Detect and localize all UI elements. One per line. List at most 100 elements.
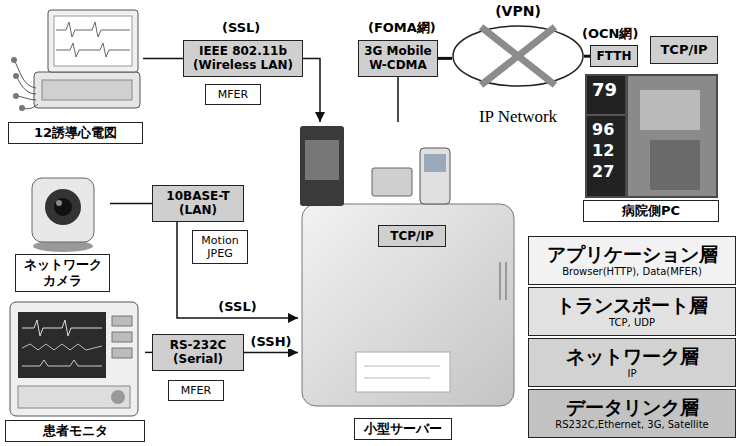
edge-label: (SSH) <box>249 334 294 350</box>
phone-screen <box>424 154 446 172</box>
connector <box>143 58 183 60</box>
protocol-box: TCP/IP <box>378 225 446 247</box>
device-base <box>34 72 140 108</box>
note-line <box>364 366 440 367</box>
room-object <box>650 140 700 190</box>
device-label: 病院側PC <box>583 200 719 222</box>
device-photo: 12誘導心電図 <box>8 4 143 144</box>
monitor-screen <box>18 312 106 378</box>
electrode <box>11 57 17 63</box>
mobile-phone <box>420 148 450 204</box>
data-card <box>372 168 412 196</box>
waveform <box>22 344 102 350</box>
layer-band: トランスポート層TCP, UDP <box>528 287 736 336</box>
layer-protocols: RS232C,Ethernet, 3G, Satellite <box>555 419 708 431</box>
camera-lens <box>45 189 81 225</box>
vital-value: 12 <box>592 141 614 160</box>
network-cross <box>481 27 555 85</box>
box-text: 3G Mobile W-CDMA <box>363 44 433 73</box>
ip-network-cloud: (VPN) IP Network <box>452 3 584 127</box>
vital-value: 79 <box>592 79 617 101</box>
camera-view <box>628 76 716 196</box>
vent <box>505 262 507 300</box>
paper-note <box>356 352 450 392</box>
ecg-trace <box>56 43 130 57</box>
keyboard <box>42 80 132 100</box>
connector <box>145 352 152 354</box>
network-outline <box>452 24 584 88</box>
network-name: IP Network <box>452 107 584 127</box>
network-ellipse <box>453 26 583 86</box>
layer-protocols: TCP, UDP <box>609 317 655 329</box>
ecg-trace <box>56 22 130 37</box>
connector <box>244 352 298 354</box>
box-text: 10BASE-T (LAN) <box>157 189 239 218</box>
box-text: MFER <box>210 88 256 101</box>
layer-protocols: IP <box>628 368 637 380</box>
format-box: MFER <box>168 380 224 401</box>
box-text: Motion JPEG <box>197 234 243 260</box>
layer-name: データリンク層 <box>566 396 699 419</box>
edge-label: (SSL) <box>216 299 258 315</box>
network-type: (VPN) <box>452 3 584 20</box>
device-label: 患者モニタ <box>5 420 145 442</box>
small-server <box>300 126 514 406</box>
protocol-box: FTTH <box>590 45 638 67</box>
device-label: ネットワークカメラ <box>15 254 110 293</box>
box-text: TCP/IP <box>655 42 713 58</box>
room-object <box>640 90 700 130</box>
screen-frame <box>48 10 138 72</box>
camera-body <box>32 178 94 242</box>
server-body <box>302 204 514 406</box>
format-box: MFER <box>205 84 261 105</box>
note-line <box>364 378 430 379</box>
ecg-device <box>11 10 140 111</box>
device-label: 小型サーバー <box>354 418 452 440</box>
camera-lens-inner <box>54 198 72 216</box>
connector <box>177 222 298 318</box>
network-label: (OCN網) <box>582 26 638 42</box>
protocol-box: RS-232C (Serial) <box>152 334 244 371</box>
device-label: 12誘導心電図 <box>8 122 143 144</box>
panel-divider <box>587 115 625 116</box>
protocol-box: 3G Mobile W-CDMA <box>358 40 438 77</box>
protocol-box: 10BASE-T (LAN) <box>152 185 244 222</box>
screen-frame <box>585 74 718 198</box>
protocol-box: TCP/IP <box>650 36 718 64</box>
box-text: TCP/IP <box>383 229 441 243</box>
electrode <box>13 73 19 79</box>
layer-band: アプリケーション層Browser(HTTP), Data(MFER) <box>528 236 736 285</box>
lead-cable <box>14 60 36 88</box>
monitor-button <box>112 332 132 342</box>
device-photo: 患者モニタ <box>5 298 145 442</box>
network-camera <box>32 178 94 252</box>
network-label: (FOMA網) <box>368 20 436 36</box>
connector <box>397 77 399 122</box>
box-text: MFER <box>173 384 219 397</box>
layer-name: アプリケーション層 <box>547 243 718 266</box>
protocol-box: IEEE 802.11b (Wireless LAN) <box>183 40 303 77</box>
vital-value: 96 <box>592 120 614 139</box>
monitor-body <box>10 302 138 416</box>
vital-value: 27 <box>592 162 614 181</box>
hospital-pc-screen <box>585 74 718 198</box>
monitor-button <box>112 316 132 326</box>
layer-protocols: Browser(HTTP), Data(MFER) <box>562 266 702 278</box>
pc-card-label <box>305 140 339 180</box>
box-text: FTTH <box>595 49 633 63</box>
waveform <box>22 320 102 336</box>
box-text: IEEE 802.11b (Wireless LAN) <box>188 44 298 73</box>
layer-band: ネットワーク層IP <box>528 338 736 387</box>
layer-band: データリンク層RS232C,Ethernet, 3G, Satellite <box>528 389 736 438</box>
pc-card <box>300 126 344 206</box>
network-cross <box>481 27 555 85</box>
screen <box>54 16 132 66</box>
lens-highlight <box>56 200 62 206</box>
vital-panel <box>587 76 625 196</box>
connector <box>110 203 152 205</box>
electrode <box>19 105 25 111</box>
vent <box>499 262 501 300</box>
lead-cable <box>16 96 36 100</box>
patient-monitor <box>10 302 138 416</box>
connector <box>438 57 452 60</box>
